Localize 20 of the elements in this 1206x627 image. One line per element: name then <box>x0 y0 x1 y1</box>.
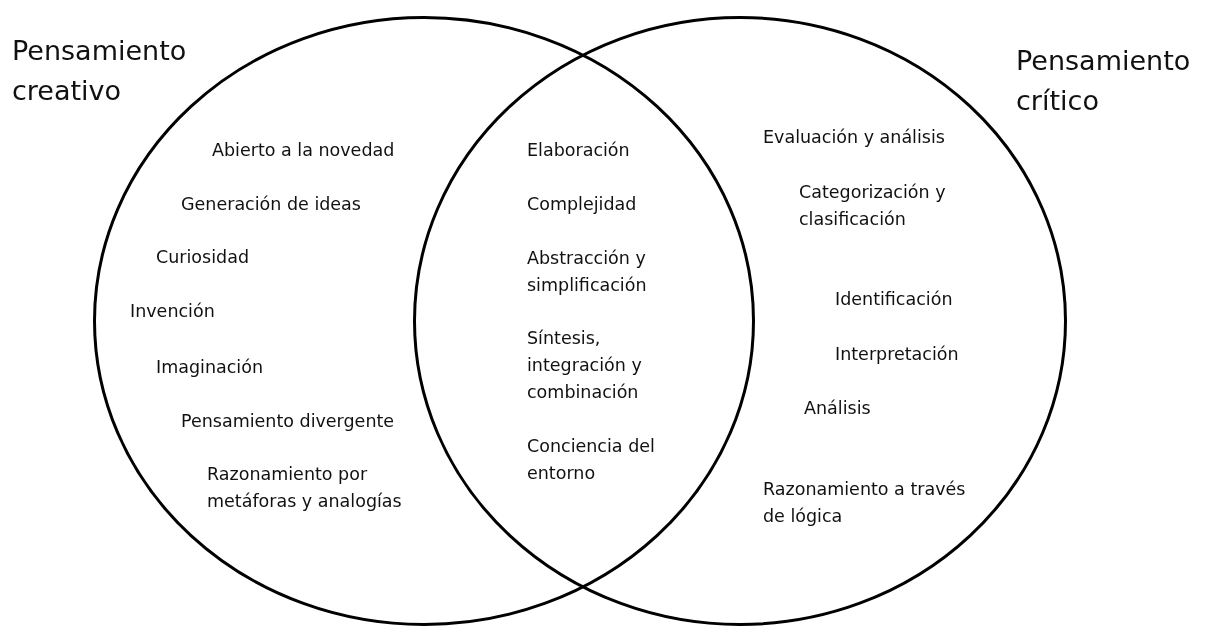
item-text: Identificación <box>835 288 954 311</box>
item-text: Evaluación y análisis <box>763 126 946 149</box>
item-text: Generación de ideas <box>181 193 362 216</box>
item-text: Razonamiento por metáforas y analogías <box>207 463 403 513</box>
item-text: Curiosidad <box>156 246 250 269</box>
item-text: Imaginación <box>156 356 264 379</box>
item-text: Síntesis, integración y combinación <box>527 327 643 404</box>
item-text: Análisis <box>804 397 872 420</box>
item-text: Razonamiento a través de lógica <box>763 478 967 528</box>
item-text: Categorización y clasificación <box>799 181 947 231</box>
item-text: Conciencia del entorno <box>527 435 656 485</box>
set-heading: Pensamiento crítico <box>1016 44 1192 118</box>
item-text: Invención <box>130 300 216 323</box>
item-text: Interpretación <box>835 343 960 366</box>
item-text: Abierto a la novedad <box>212 139 396 162</box>
item-text: Pensamiento divergente <box>181 410 396 433</box>
item-text: Complejidad <box>527 193 638 216</box>
item-text: Elaboración <box>527 139 631 162</box>
set-heading: Pensamiento creativo <box>12 34 188 108</box>
item-text: Abstracción y simplificación <box>527 247 648 297</box>
